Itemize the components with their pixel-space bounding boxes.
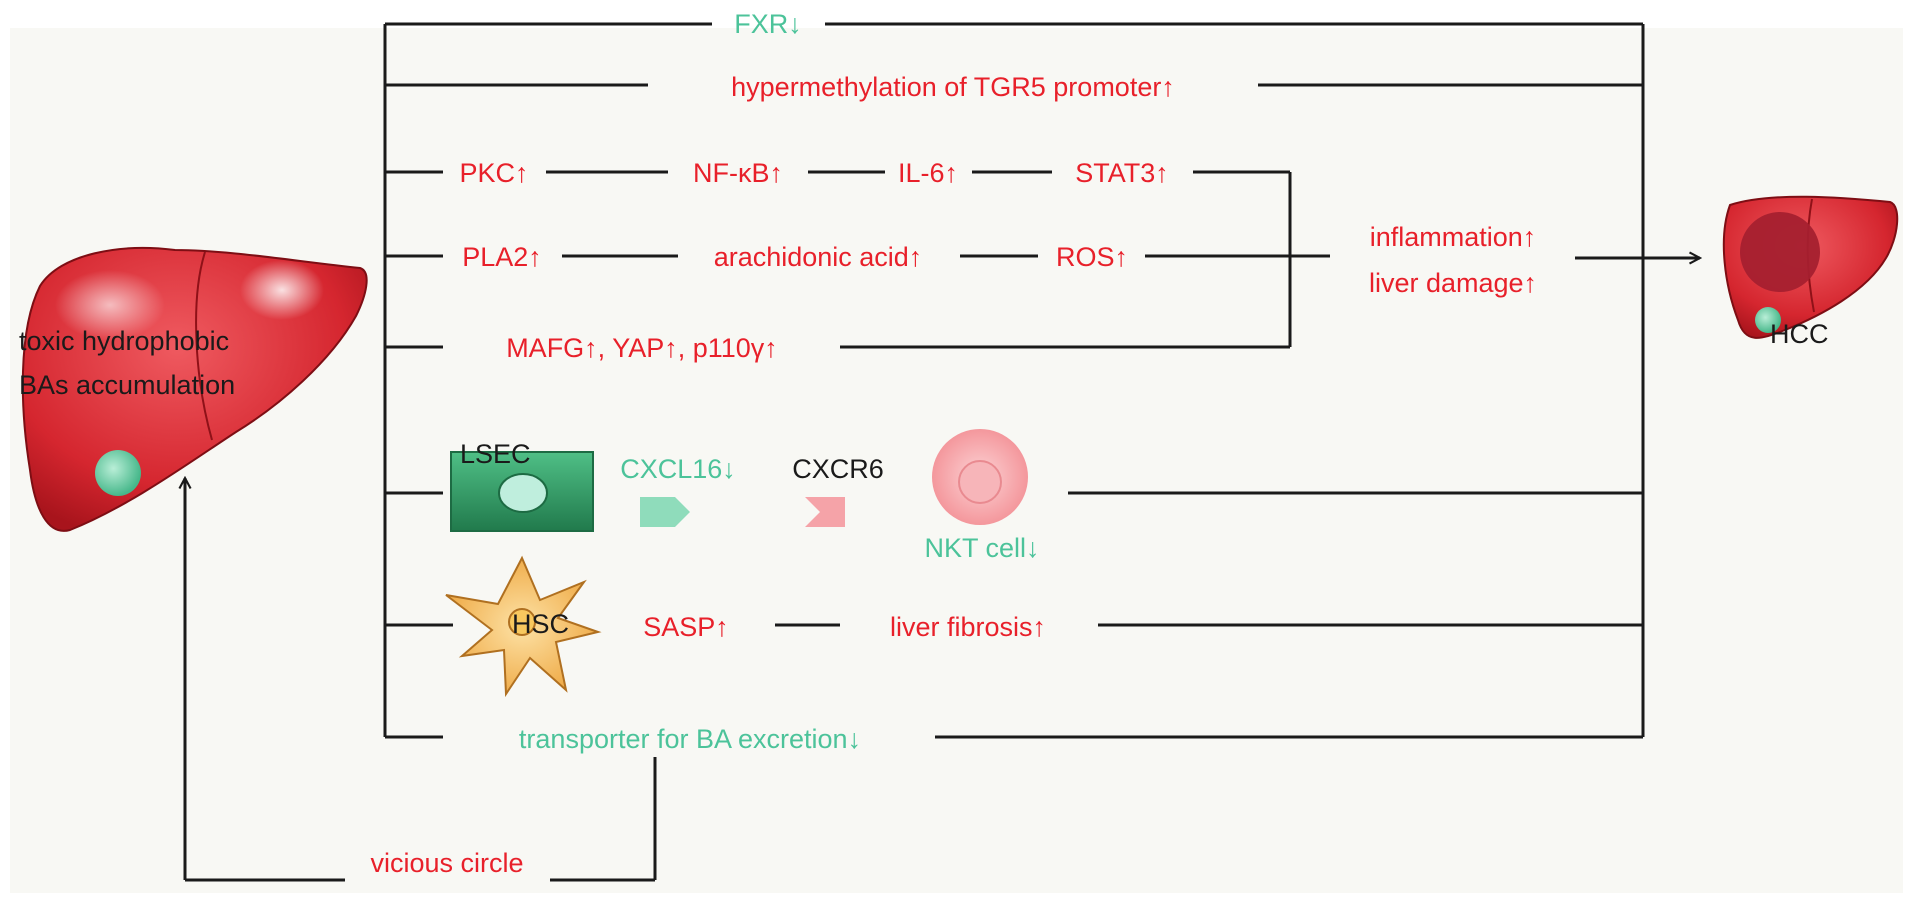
vicious-circle-label: vicious circle (370, 848, 523, 878)
lsec-label: LSEC (460, 439, 531, 469)
cxcl16-ligand-icon (640, 497, 690, 527)
cxcr6-label: CXCR6 (792, 454, 884, 484)
inflammation-label: inflammation↑ (1370, 222, 1537, 252)
connector-lines (185, 22, 1700, 882)
ros-label: ROS↑ (1056, 242, 1128, 272)
tumor-icon (1740, 212, 1820, 292)
right-liver: HCC (1722, 195, 1899, 349)
il6-label: IL-6↑ (898, 158, 958, 188)
left-liver-lobe-divider (195, 251, 213, 441)
arachidonic-acid-label: arachidonic acid↑ (714, 242, 923, 272)
transporter-label: transporter for BA excretion↓ (519, 724, 861, 754)
nkt-nucleus (958, 460, 1002, 504)
left-liver-label-line1: toxic hydrophobic (19, 326, 229, 356)
liver-damage-label: liver damage↑ (1369, 268, 1537, 298)
liver-fibrosis-label: liver fibrosis↑ (890, 612, 1046, 642)
stat3-label: STAT3↑ (1075, 158, 1169, 188)
lsec-cell: LSEC (450, 439, 594, 532)
hsc-nucleus (508, 608, 536, 636)
cxcl16-label: CXCL16↓ (620, 454, 736, 484)
hsc-label: HSC (512, 609, 569, 639)
left-liver: toxic hydrophobic BAs accumulation (19, 247, 368, 532)
left-gallbladder-icon (95, 450, 141, 496)
nkt-cell-label: NKT cell↓ (924, 533, 1039, 563)
cxcr6-receptor-icon (805, 497, 845, 527)
left-liver-highlight (55, 270, 165, 340)
fxr-label: FXR↓ (734, 9, 802, 39)
pla2-label: PLA2↑ (462, 242, 542, 272)
hsc-cell: HSC (445, 555, 602, 698)
hcc-label: HCC (1770, 319, 1829, 349)
sasp-label: SASP↑ (643, 612, 729, 642)
left-liver-label-line2: BAs accumulation (19, 370, 235, 400)
pkc-label: PKC↑ (459, 158, 528, 188)
nfkb-label: NF-κB↑ (693, 158, 783, 188)
mafg-yap-p110-label: MAFG↑, YAP↑, p110γ↑ (506, 333, 778, 363)
tgr5-label: hypermethylation of TGR5 promoter↑ (731, 72, 1175, 102)
left-liver-highlight-2 (240, 260, 324, 320)
lsec-nucleus (498, 473, 548, 513)
nkt-cell (932, 429, 1028, 525)
right-gallbladder-icon (1755, 307, 1781, 333)
